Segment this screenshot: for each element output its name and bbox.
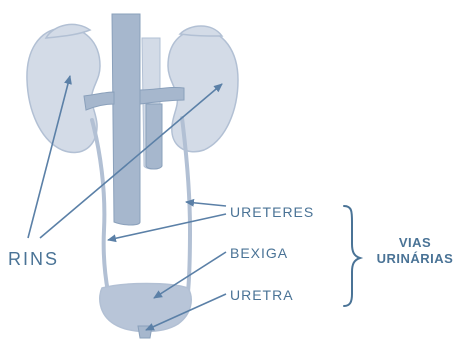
label-bexiga: BEXIGA [230, 246, 288, 260]
vena-cava [112, 14, 140, 225]
left-kidney [27, 28, 100, 153]
label-vias-urinarias: VIAS URINÁRIAS [356, 235, 474, 267]
left-ureter [92, 120, 108, 292]
label-vias: VIAS [356, 235, 474, 251]
label-rins: RINS [8, 250, 59, 268]
ureteres-pointer-upper [186, 202, 226, 206]
label-uretra: URETRA [230, 288, 294, 302]
label-ureteres: URETERES [230, 205, 314, 219]
label-urinarias: URINÁRIAS [356, 251, 474, 267]
right-adrenal-gland [180, 26, 222, 36]
bladder [100, 284, 191, 332]
